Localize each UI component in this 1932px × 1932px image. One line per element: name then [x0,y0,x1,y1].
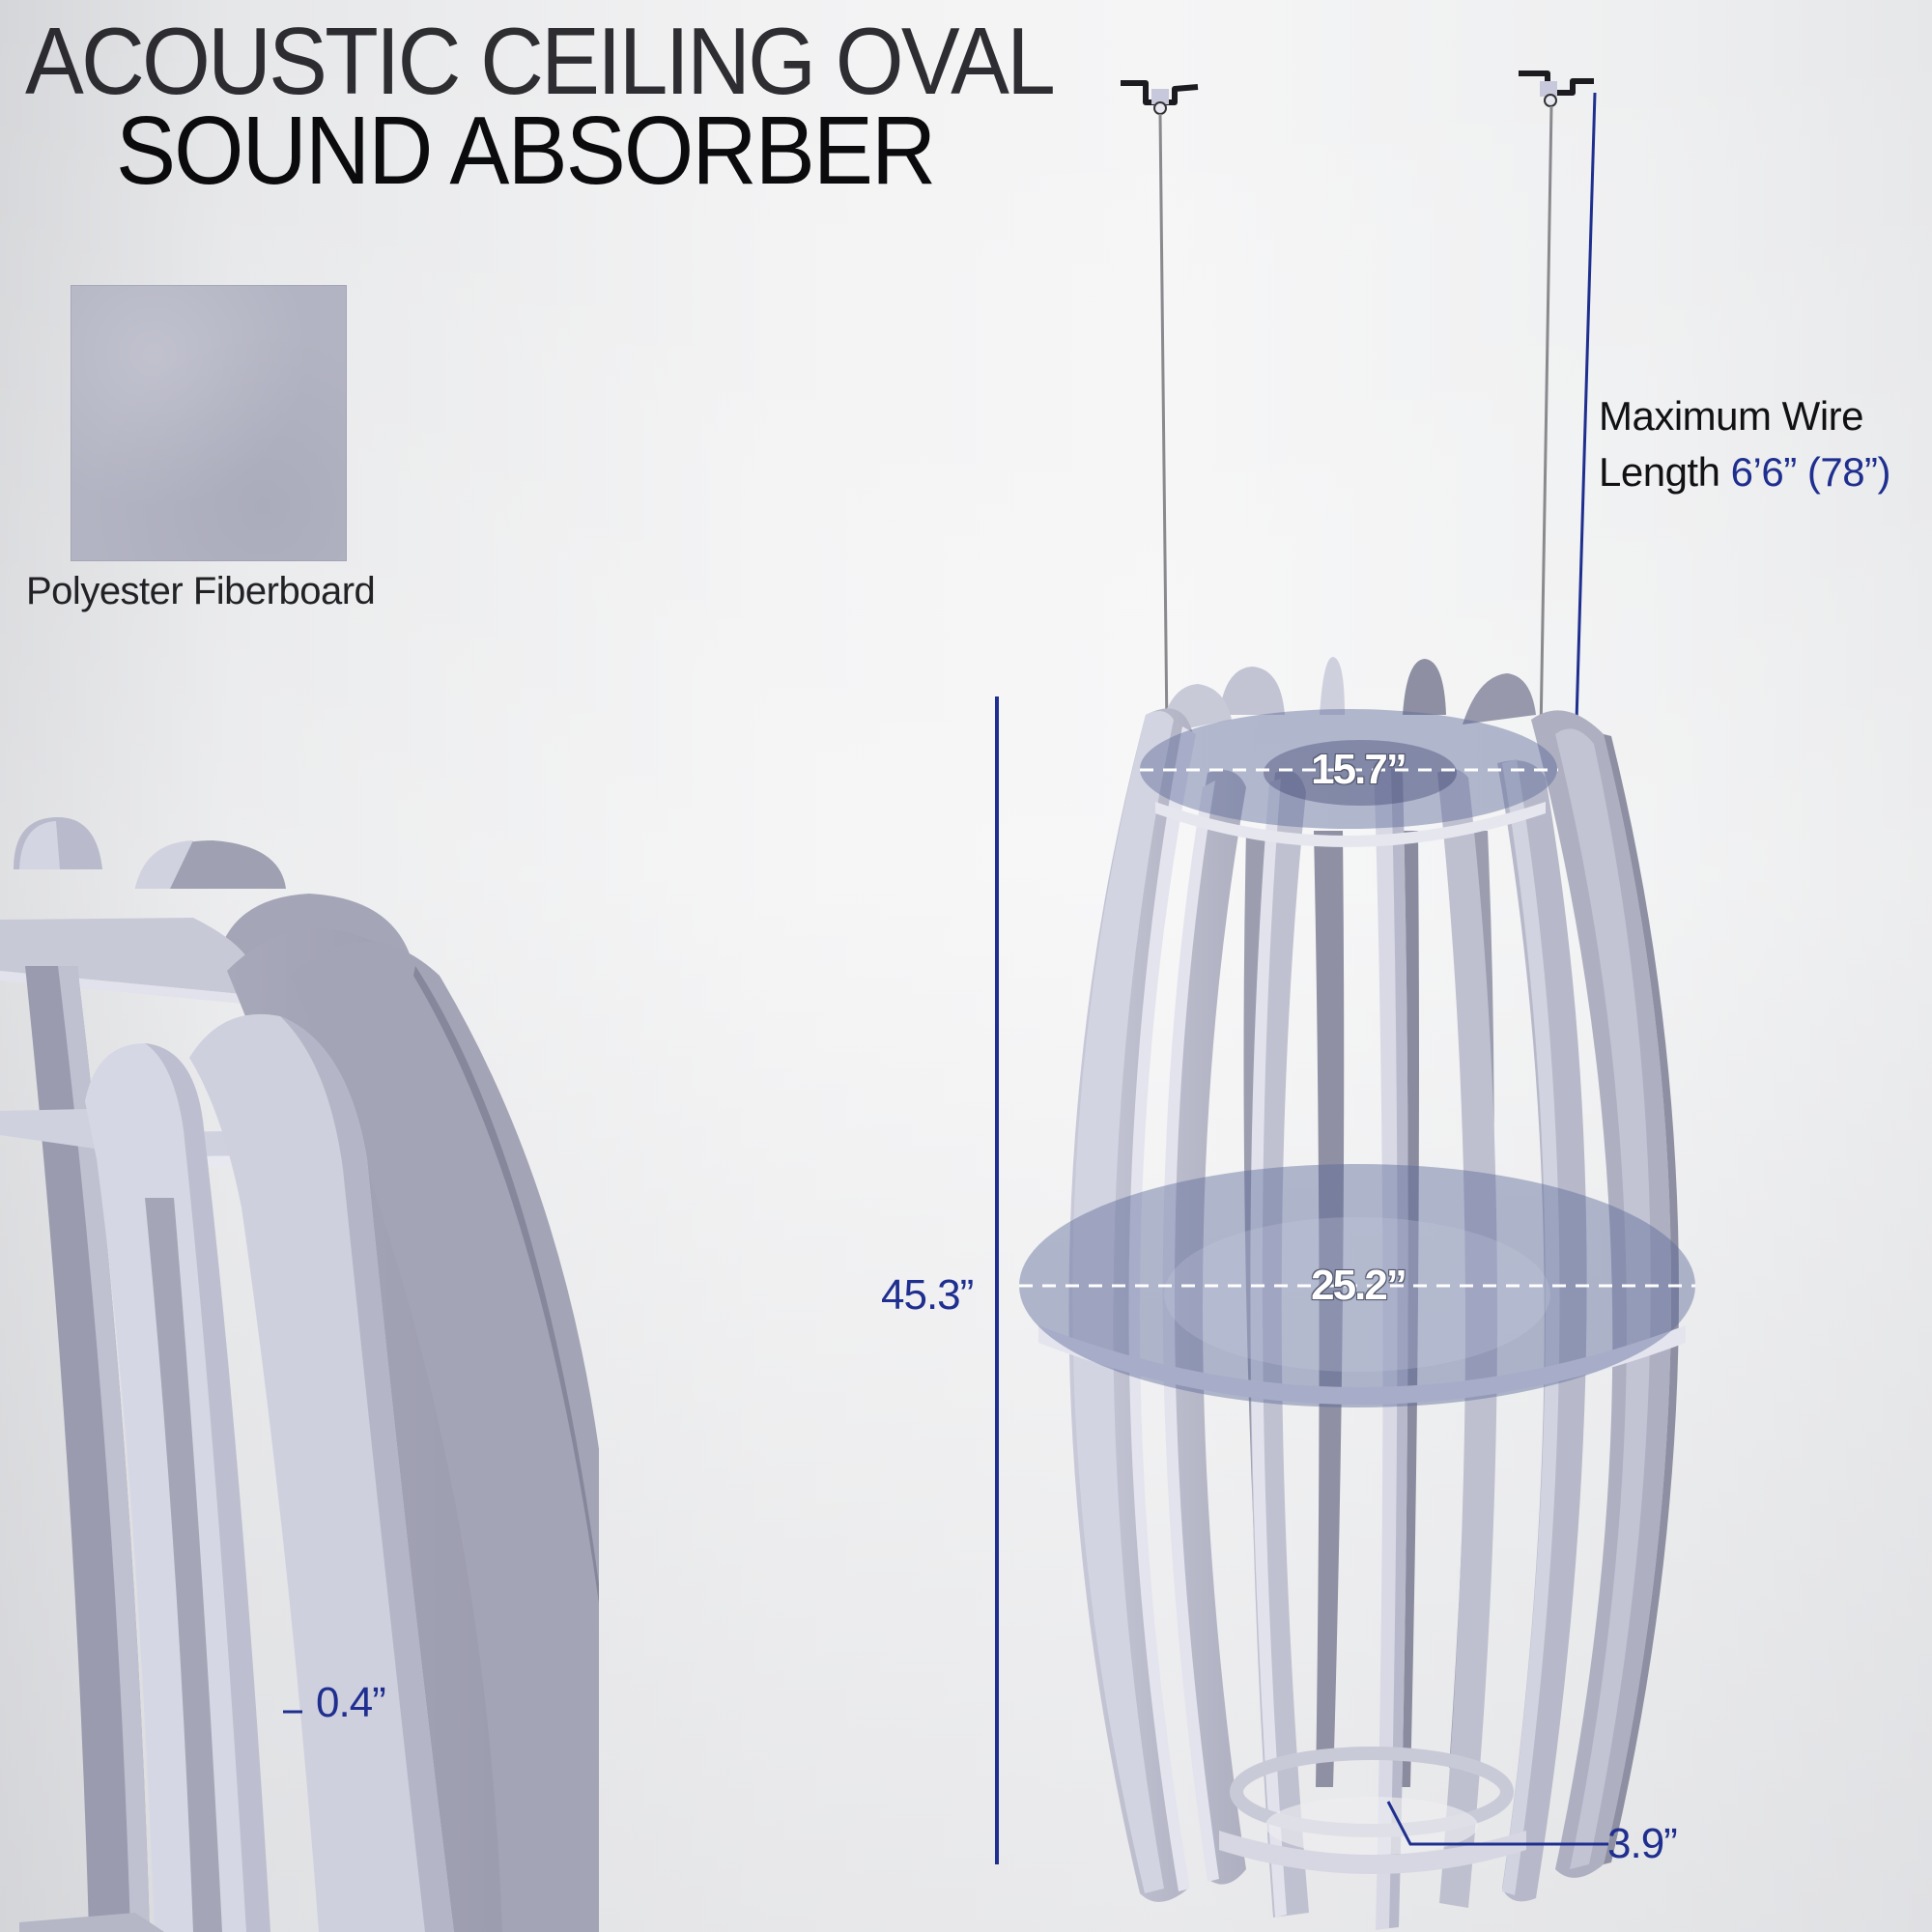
top-ring-diameter-label: 15.7” [1311,746,1407,793]
hanging-wire-left [1158,113,1169,735]
wire-length-label-line-2: Length 6’6” (78”) [1599,444,1891,500]
material-swatch [71,285,347,561]
wire-length-label: Maximum Wire Length 6’6” (78”) [1599,388,1891,500]
oval-absorber-illustration [1019,657,1695,1930]
thickness-dimension-label: 0.4” [316,1679,386,1726]
ceiling-bracket-right-icon [1519,71,1594,107]
title-line-2: SOUND ABSORBER [116,97,936,205]
title-line-1: ACOUSTIC CEILING OVAL [25,8,1056,114]
wire-length-indicator [1575,92,1597,723]
closeup-illustration [0,817,599,1932]
middle-ring-diameter-label: 25.2” [1311,1262,1407,1309]
hanging-wire-right [1539,105,1553,735]
material-swatch-label: Polyester Fiberboard [26,570,376,612]
wire-length-label-line-1: Maximum Wire [1599,393,1864,439]
bottom-ring-dimension-label: 3.9” [1607,1820,1678,1867]
wire-length-prefix: Length [1599,449,1720,495]
bottom-ring-leader [1386,1801,1608,1846]
height-dimension-label: 45.3” [881,1271,974,1319]
ceiling-bracket-left-icon [1121,80,1199,115]
wire-length-value: 6’6” (78”) [1730,449,1891,495]
